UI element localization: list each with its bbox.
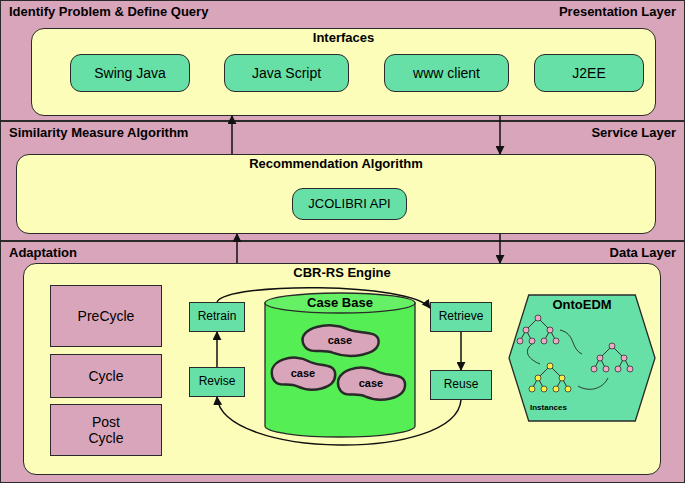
panel-title: CBR-RS Engine [24, 264, 660, 280]
cycle-step-box: Retrain [189, 302, 245, 332]
flow-arrow [499, 116, 501, 154]
case-blob: case [268, 352, 338, 394]
phase-box: Cycle [50, 354, 162, 398]
case-base-cylinder: Case Base case case case [264, 292, 416, 437]
box-label: Reuse [444, 378, 479, 392]
layer-function-label: Adaptation [9, 245, 77, 260]
interface-box: Swing Java [70, 54, 190, 92]
flow-arrow [460, 332, 462, 370]
layer-function-label: Similarity Measure Algorithm [9, 125, 188, 140]
case-blob: case [298, 320, 382, 360]
ontology-title: OntoEDM [508, 294, 656, 312]
box-label: JCOLIBRI API [308, 197, 390, 212]
case-label: case [328, 334, 352, 346]
layer-band: Similarity Measure Algorithm Service Laye… [0, 121, 685, 241]
cycle-step-box: Revise [189, 367, 245, 397]
box-label: Revise [199, 375, 236, 389]
layer-name-label: Service Layer [591, 125, 676, 140]
box-label: Java Script [252, 65, 321, 81]
flow-arrow [499, 234, 501, 263]
interface-box: www client [384, 54, 509, 92]
interfaces-panel: InterfacesSwing Java Java Script www clien… [31, 28, 656, 116]
ontology-hexagon: OntoEDM Instances [508, 294, 656, 422]
panel-title: Recommendation Algorithm [17, 155, 655, 171]
panel-title: Interfaces [32, 29, 655, 45]
box-label: Swing Java [94, 65, 166, 81]
layer-band: Adaptation Data LayerCBR-RS EnginePreCycl… [0, 241, 685, 483]
cycle-step-box: Retrieve [430, 302, 492, 332]
flow-arrow [217, 397, 461, 445]
instances-label: Instances [508, 403, 656, 422]
box-label: Retrain [198, 310, 237, 324]
box-label: www client [413, 65, 480, 81]
cycle-step-box: Reuse [430, 370, 492, 400]
box-label: Post Cycle [82, 414, 130, 446]
box-label: PreCycle [78, 308, 135, 324]
interface-box: J2EE [534, 54, 644, 92]
layer-band: Identify Problem & Define Query Presentat… [0, 0, 685, 121]
flow-arrow [216, 332, 218, 367]
case-blob: case [334, 362, 408, 404]
phase-box: PreCycle [50, 285, 162, 347]
flow-arrow [236, 234, 238, 263]
layer-name-label: Data Layer [610, 245, 676, 260]
algorithm-panel: Recommendation AlgorithmJCOLIBRI API [16, 154, 656, 234]
layer-function-label: Identify Problem & Define Query [9, 4, 208, 19]
box-label: Cycle [88, 368, 123, 384]
engine-panel: CBR-RS EnginePreCycleCyclePost Cycle Retr… [23, 263, 661, 475]
shape-outline [508, 294, 656, 422]
band-label-row: Similarity Measure Algorithm Service Laye… [1, 122, 684, 140]
flow-arrow [231, 116, 233, 154]
cylinder-title: Case Base [264, 292, 416, 310]
band-label-row: Identify Problem & Define Query Presentat… [1, 1, 684, 19]
case-label: case [359, 377, 383, 389]
interface-box: Java Script [224, 54, 349, 92]
box-label: J2EE [572, 65, 605, 81]
case-label: case [291, 367, 315, 379]
api-box: JCOLIBRI API [292, 188, 407, 220]
box-label: Retrieve [439, 310, 484, 324]
phase-box: Post Cycle [50, 404, 162, 456]
flow-arrow [217, 288, 430, 308]
band-label-row: Adaptation Data Layer [1, 242, 684, 260]
layer-name-label: Presentation Layer [559, 4, 676, 19]
